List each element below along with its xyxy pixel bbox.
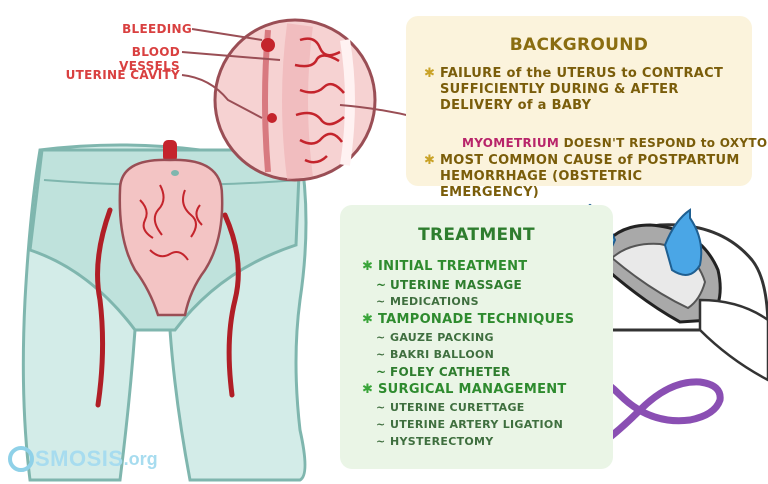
treatment-item-text: UTERINE MASSAGE bbox=[390, 277, 523, 292]
tilde-icon: ~ bbox=[376, 418, 386, 431]
myometrium-term: MYOMETRIUM bbox=[462, 136, 560, 150]
asterisk-icon: ✱ bbox=[362, 312, 374, 327]
background-title: BACKGROUND bbox=[509, 35, 649, 55]
uterus bbox=[118, 140, 224, 317]
label-bleeding: BLEEDING bbox=[122, 22, 192, 36]
treatment-item: ~UTERINE MASSAGE bbox=[362, 276, 612, 293]
treatment-item: ~ UTERINE CURETTAGE bbox=[362, 399, 612, 416]
uterine-massage-illustration bbox=[567, 203, 768, 382]
treatment-item: ~ UTERINE ARTERY LIGATION bbox=[362, 416, 612, 433]
background-item-text: FAILURE of the UTERUS to CONTRACT SUFFIC… bbox=[440, 66, 724, 113]
osmosis-logo[interactable]: SMOSIS .org bbox=[8, 445, 158, 473]
tilde-icon: ~ bbox=[376, 435, 386, 448]
background-item: ✱ MOST COMMON CAUSE of POSTPARTUM HEMORR… bbox=[424, 153, 744, 201]
asterisk-icon: ✱ bbox=[424, 153, 436, 168]
tilde-icon: ~ bbox=[376, 401, 386, 414]
background-panel: BACKGROUND ✱ FAILURE of the UTERUS to CO… bbox=[406, 16, 768, 200]
myometrium-note-text: DOESN'T RESPOND to OXYTOCIN bbox=[563, 136, 768, 150]
treatment-item-text: MEDICATIONS bbox=[390, 295, 479, 308]
logo-o-icon bbox=[8, 446, 34, 472]
treatment-heading: ✱ SURGICAL MANAGEMENT bbox=[362, 380, 612, 399]
logo-suffix: .org bbox=[123, 448, 158, 469]
treatment-item: ~ GAUZE PACKING bbox=[362, 329, 612, 346]
myometrium-note: MYOMETRIUM DOESN'T RESPOND to OXYTOCIN bbox=[462, 136, 768, 150]
logo-name: SMOSIS bbox=[35, 446, 124, 471]
treatment-title: TREATMENT bbox=[418, 225, 535, 245]
treatment-heading-text: SURGICAL MANAGEMENT bbox=[378, 382, 567, 397]
treatment-heading: ✱ INITIAL TREATMENT bbox=[362, 257, 612, 276]
treatment-item: ~ BAKRI BALLOON bbox=[362, 346, 612, 363]
asterisk-icon: ✱ bbox=[362, 382, 374, 397]
treatment-heading-text: TAMPONADE TECHNIQUES bbox=[378, 312, 575, 327]
tilde-icon: ~ bbox=[376, 277, 387, 292]
treatment-item-text: HYSTERECTOMY bbox=[390, 435, 494, 448]
uterine-arteries bbox=[95, 207, 241, 408]
asterisk-icon: ✱ bbox=[424, 66, 436, 81]
tilde-icon: ~ bbox=[376, 348, 386, 361]
asterisk-icon: ✱ bbox=[362, 259, 374, 274]
tilde-icon: ~ bbox=[376, 295, 386, 308]
treatment-panel: TREATMENT ✱INITIAL TREATMENT ~UTERINE MA… bbox=[340, 205, 613, 469]
treatment-heading: ✱ TAMPONADE TECHNIQUES bbox=[362, 310, 612, 329]
magnified-myometrium bbox=[213, 18, 377, 182]
treatment-heading-text: INITIAL TREATMENT bbox=[378, 259, 528, 274]
treatment-item: ~FOLEY CATHETER bbox=[362, 363, 612, 380]
background-item-text: MOST COMMON CAUSE of POSTPARTUM HEMORRHA… bbox=[440, 153, 740, 200]
treatment-item-text: UTERINE ARTERY LIGATION bbox=[390, 418, 564, 431]
label-uterine-cavity: UTERINE CAVITY bbox=[65, 68, 180, 82]
tilde-icon: ~ bbox=[376, 331, 386, 344]
label-blood-vessels: BLOOD VESSELS bbox=[119, 45, 180, 73]
tilde-icon: ~ bbox=[376, 364, 387, 379]
treatment-item-text: BAKRI BALLOON bbox=[390, 348, 495, 361]
background-item: ✱ FAILURE of the UTERUS to CONTRACT SUFF… bbox=[424, 66, 744, 114]
treatment-item-text: FOLEY CATHETER bbox=[390, 364, 511, 379]
treatment-item: ~ MEDICATIONS bbox=[362, 293, 612, 310]
background-list: ✱ FAILURE of the UTERUS to CONTRACT SUFF… bbox=[424, 66, 744, 116]
treatment-item: ~ HYSTERECTOMY bbox=[362, 433, 612, 450]
treatment-item-text: GAUZE PACKING bbox=[390, 331, 494, 344]
treatment-item-text: UTERINE CURETTAGE bbox=[390, 401, 525, 414]
treatment-list: ✱INITIAL TREATMENT ~UTERINE MASSAGE ~MED… bbox=[362, 257, 612, 450]
